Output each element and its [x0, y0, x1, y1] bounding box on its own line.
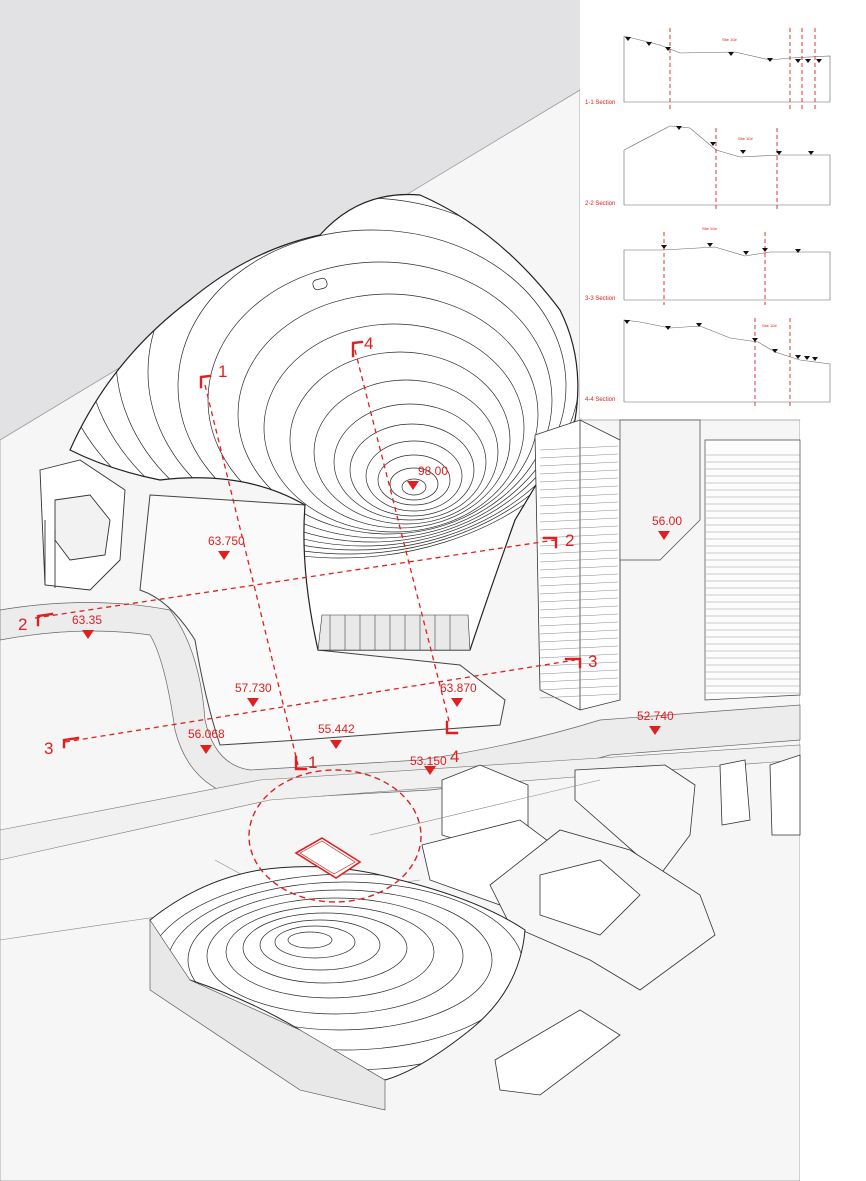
bracket-2-end: [542, 536, 558, 549]
section-site-label: Site 10#: [762, 323, 777, 328]
section-tag-2-start: 2: [18, 615, 27, 634]
section-tag-4-end: 4: [450, 747, 459, 766]
bracket-1-start: [199, 374, 212, 389]
elevation-triangle-icon: [407, 481, 419, 490]
project-site-highlight: [248, 769, 422, 903]
elevation-triangle-icon: [658, 531, 670, 540]
sections-panel: [580, 0, 866, 418]
elevation-marker-sw-corner: 56.068: [188, 727, 225, 754]
section-lines: [34, 349, 576, 766]
bracket-1-end: [294, 755, 308, 771]
project-building-roof: [299, 840, 356, 875]
elevation-marker-peak: 98.00: [407, 464, 448, 490]
elevation-marker-west-road: 63.35: [72, 613, 102, 639]
east-slab-building: [704, 439, 801, 701]
elevation-marker-south-ridge: 63.870: [440, 681, 477, 707]
bracket-2-start: [36, 612, 54, 627]
section-tag-3-start: 3: [44, 739, 53, 758]
cliff-hatching: [329, 615, 451, 650]
hill-cliff-face: [317, 614, 471, 651]
elevation-triangle-icon: [330, 740, 342, 749]
section-line-2-2: [34, 539, 556, 619]
background-area: [0, 0, 580, 440]
section-line-1-1: [204, 384, 299, 766]
elevation-triangle-icon: [247, 698, 259, 707]
section-site-label: Site 10#: [722, 37, 737, 42]
elevation-label-sw-corner: 56.068: [188, 727, 225, 741]
north-east-buildings: [619, 419, 701, 561]
elevation-marker-mid-road: 57.730: [235, 681, 272, 707]
section-site-label: Site 10#: [738, 136, 753, 141]
south-hill: [149, 866, 526, 1081]
section-tag-1-end: 1: [308, 753, 317, 772]
section-diagram-1-1: Site 10# 1-1 Section: [585, 28, 831, 112]
section-title-2-2: 2-2 Section: [585, 201, 615, 207]
elevation-marker-junction: 55.442: [318, 722, 355, 749]
elevation-label-junction: 55.442: [318, 722, 355, 736]
elevation-marker-east-street: 52.740: [637, 709, 674, 735]
bracket-4-end: [445, 720, 459, 735]
section-line-4-4: [354, 349, 451, 726]
section-site-label: Site 10#: [702, 226, 717, 231]
elevation-marker-south-road: 53.150: [410, 754, 447, 775]
section-title-3-3: 3-3 Section: [585, 296, 615, 302]
tower-floors: [539, 445, 619, 699]
elevation-marker-east-road: 56.00: [652, 514, 682, 540]
elevation-triangle-icon: [82, 630, 94, 639]
elevation-label-east-street: 52.740: [637, 709, 674, 723]
west-road: [0, 602, 801, 801]
bracket-3-end: [564, 657, 582, 669]
elevation-triangle-icon: [451, 698, 463, 707]
elevation-label-east-road: 56.00: [652, 514, 682, 528]
section-brackets: [36, 340, 582, 771]
section-diagram-4-4: Site 10# 4-4 Section: [585, 318, 831, 408]
south-hill-cliff: [149, 919, 386, 1111]
section-title-1-1: 1-1 Section: [585, 100, 615, 106]
elevation-label-south-ridge: 63.870: [440, 681, 477, 695]
elevation-label-mid-road: 57.730: [235, 681, 272, 695]
west-buildings: [39, 459, 126, 591]
section-tag-4-start: 4: [364, 334, 373, 353]
elevation-label-south-road: 53.150: [410, 754, 447, 768]
hill-contours: [70, 194, 578, 559]
main-hill: [69, 193, 579, 651]
elevation-label-west-road: 63.35: [72, 613, 102, 627]
south-buildings: [421, 754, 801, 1096]
section-diagram-2-2: Site 10# 2-2 Section: [585, 125, 831, 212]
east-tower: [534, 419, 621, 711]
slab-floors: [706, 454, 800, 694]
hilltop-structure: [312, 277, 328, 291]
plateau: [139, 494, 506, 746]
elevation-label-peak: 98.00: [418, 464, 448, 478]
page-margin: [800, 420, 866, 1181]
bracket-4-start: [351, 340, 364, 358]
elevation-triangle-icon: [649, 726, 661, 735]
elevation-label-plateau: 63.750: [208, 534, 245, 548]
bracket-3-start: [62, 736, 80, 749]
elevation-triangle-icon: [424, 766, 436, 775]
elevation-marker-plateau: 63.750: [208, 534, 245, 560]
section-diagram-3-3: Site 10# 3-3 Section: [585, 226, 831, 305]
section-tag-3-end: 3: [588, 652, 597, 671]
section-title-4-4: 4-4 Section: [585, 397, 615, 403]
section-tag-1-start: 1: [218, 362, 227, 381]
section-tag-2-end: 2: [565, 531, 574, 550]
elevation-triangle-icon: [218, 551, 230, 560]
elevation-triangle-icon: [200, 745, 212, 754]
